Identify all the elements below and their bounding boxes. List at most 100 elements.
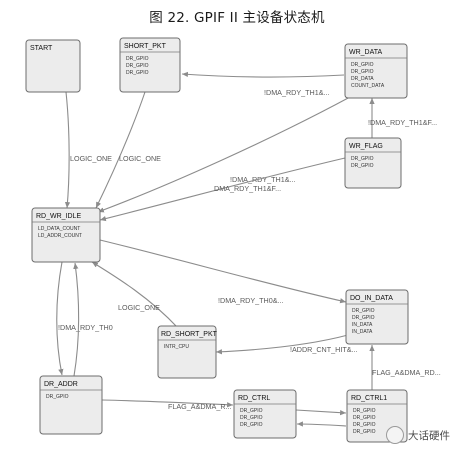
state-dr-addr-name: DR_ADDR	[44, 381, 78, 388]
transition-rd-short-pkt-to-idle-label: LOGIC_ONE	[118, 303, 160, 312]
transition-rd-ctrl1-to-do-in-data-label: FLAG_A&DMA_RD...	[372, 368, 441, 377]
transition-start-to-idle: LOGIC_ONE	[64, 91, 112, 209]
state-wr-flag: WR_FLAG DR_GPIO DR_GPIO	[344, 137, 402, 189]
transition-wr-flag-to-idle: DMA_RDY_TH1&F...	[99, 157, 346, 222]
state-rd-short-pkt-box	[157, 325, 217, 379]
state-short-pkt: SHORT_PKT DR_GPIO DR_GPIO DR_GPIO	[119, 37, 181, 93]
transition-wr-data-to-idle: !DMA_RDY_TH1&...	[97, 96, 351, 213]
state-do-in-data-name: DO_IN_DATA	[350, 295, 393, 302]
state-dr-addr-box	[39, 375, 103, 435]
transition-idle-to-dr-addr-label: !DMA_RDY_TH0	[58, 323, 113, 332]
transition-do-in-data-to-rd-short-pkt-label: !ADDR_CNT_HIT&...	[290, 345, 358, 354]
state-rd-wr-idle: RD_WR_IDLE LD_DATA_COUNT LD_ADDR_COUNT	[31, 207, 101, 263]
state-rd-wr-idle-item: LD_ADDR_COUNT	[38, 233, 82, 239]
transition-wr-data-to-idle-label: !DMA_RDY_TH1&...	[230, 175, 296, 184]
transition-wr-flag-to-idle-line	[99, 157, 346, 222]
transition-short-pkt-to-idle: LOGIC_ONE	[95, 91, 161, 209]
transition-idle-to-do-in-data-line	[99, 239, 347, 304]
state-start: START	[25, 39, 81, 93]
state-start-box	[25, 39, 81, 93]
transition-wr-flag-to-idle-label: DMA_RDY_TH1&F...	[214, 184, 281, 193]
transitions: LOGIC_ONE LOGIC_ONE !DMA_RDY_TH1&... !DM…	[56, 71, 441, 427]
state-do-in-data: DO_IN_DATA DR_GPIO DR_GPIO IN_DATA IN_DA…	[345, 289, 409, 345]
state-short-pkt-item: DR_GPIO	[126, 70, 149, 76]
state-wr-data-name: WR_DATA	[349, 49, 383, 56]
transition-idle-to-do-in-data: !DMA_RDY_TH0&...	[99, 239, 347, 305]
state-do-in-data-item: DR_GPIO	[352, 315, 375, 321]
state-do-in-data-box	[345, 289, 409, 345]
state-wr-data-item: DR_GPIO	[351, 69, 374, 75]
transition-rd-ctrl-to-rd-ctrl1-line	[295, 409, 347, 416]
state-wr-flag-name: WR_FLAG	[349, 143, 383, 150]
state-rd-ctrl: RD_CTRL DR_GPIO DR_GPIO DR_GPIO	[233, 389, 297, 439]
transition-short-pkt-to-idle-label: LOGIC_ONE	[119, 154, 161, 163]
transition-rd-ctrl1-to-do-in-data: FLAG_A&DMA_RD...	[369, 345, 441, 390]
transition-rd-short-pkt-to-idle-line	[91, 261, 179, 329]
state-dr-addr-item: DR_GPIO	[46, 394, 69, 400]
watermark: 大话硬件	[386, 424, 472, 446]
figure-title: 图 22. GPIF II 主设备状态机	[149, 10, 325, 26]
state-do-in-data-item: DR_GPIO	[352, 308, 375, 314]
state-wr-data-item: DR_GPIO	[351, 62, 374, 68]
state-rd-ctrl1-item: DR_GPIO	[353, 415, 376, 421]
state-wr-flag-box	[344, 137, 402, 189]
transition-rd-ctrl1-to-rd-ctrl-line	[296, 421, 347, 427]
state-rd-short-pkt-item: INTR_CPU	[164, 344, 189, 350]
transition-rd-ctrl-to-rd-ctrl1	[295, 409, 347, 416]
transition-start-to-idle-label: LOGIC_ONE	[70, 154, 112, 163]
transition-wr-flag-to-wr-data: !DMA_RDY_TH1&F...	[368, 98, 437, 138]
transition-wr-data-to-short-pkt: !DMA_RDY_TH1&...	[181, 71, 345, 97]
transition-do-in-data-to-rd-short-pkt: !ADDR_CNT_HIT&...	[215, 334, 358, 355]
state-dr-addr: DR_ADDR DR_GPIO	[39, 375, 103, 435]
state-rd-ctrl-box	[233, 389, 297, 439]
transition-idle-to-do-in-data-label: !DMA_RDY_TH0&...	[218, 296, 284, 305]
state-wr-data-item: DR_DATA	[351, 76, 374, 82]
transition-dr-addr-to-idle-line	[73, 262, 80, 377]
transition-rd-short-pkt-to-idle: LOGIC_ONE	[91, 261, 179, 329]
state-rd-wr-idle-name: RD_WR_IDLE	[36, 213, 81, 220]
transition-wr-data-to-short-pkt-line	[181, 71, 345, 78]
state-wr-flag-item: DR_GPIO	[351, 163, 374, 169]
state-rd-short-pkt-name: RD_SHORT_PKT	[161, 331, 218, 338]
states: START SHORT_PKT DR_GPIO DR_GPIO DR_GPIO …	[25, 37, 409, 443]
transition-rd-ctrl1-to-rd-ctrl	[296, 421, 347, 427]
state-rd-ctrl-item: DR_GPIO	[240, 415, 263, 421]
state-rd-ctrl1-item: DR_GPIO	[353, 408, 376, 414]
state-rd-ctrl1-name: RD_CTRL1	[351, 395, 387, 402]
watermark-text: 大话硬件	[408, 429, 450, 442]
state-short-pkt-item: DR_GPIO	[126, 56, 149, 62]
state-rd-wr-idle-item: LD_DATA_COUNT	[38, 226, 80, 232]
transition-idle-to-dr-addr: !DMA_RDY_TH0	[56, 261, 113, 376]
transition-start-to-idle-line	[64, 91, 71, 209]
transition-dr-addr-to-rd-ctrl: FLAG_A&DMA_R...	[101, 399, 234, 411]
wechat-logo-icon	[386, 426, 404, 444]
transition-wr-flag-to-wr-data-label: !DMA_RDY_TH1&F...	[368, 118, 437, 127]
transition-dr-addr-to-idle	[73, 262, 80, 377]
state-wr-data: WR_DATA DR_GPIO DR_GPIO DR_DATA COUNT_DA…	[344, 43, 408, 99]
state-wr-flag-item: DR_GPIO	[351, 156, 374, 162]
state-rd-ctrl1-item: DR_GPIO	[353, 429, 376, 435]
transition-wr-data-to-idle-line	[97, 96, 351, 213]
state-wr-data-item: COUNT_DATA	[351, 83, 385, 89]
transition-do-in-data-to-rd-short-pkt-line	[215, 334, 349, 355]
state-short-pkt-item: DR_GPIO	[126, 63, 149, 69]
state-rd-wr-idle-box	[31, 207, 101, 263]
state-do-in-data-item: IN_DATA	[352, 322, 373, 328]
state-short-pkt-box	[119, 37, 181, 93]
transition-short-pkt-to-idle-line	[95, 91, 146, 209]
state-wr-data-box	[344, 43, 408, 99]
transition-idle-to-dr-addr-line	[56, 261, 64, 376]
state-rd-ctrl-name: RD_CTRL	[238, 395, 270, 402]
state-do-in-data-item: IN_DATA	[352, 329, 373, 335]
state-rd-ctrl-item: DR_GPIO	[240, 408, 263, 414]
state-start-name: START	[30, 45, 53, 52]
state-short-pkt-name: SHORT_PKT	[124, 43, 167, 50]
transition-dr-addr-to-rd-ctrl-label: FLAG_A&DMA_R...	[168, 402, 232, 411]
state-rd-ctrl-item: DR_GPIO	[240, 422, 263, 428]
state-rd-ctrl1-item: DR_GPIO	[353, 422, 376, 428]
transition-dr-addr-to-rd-ctrl-line	[101, 399, 234, 408]
transition-wr-data-to-short-pkt-label: !DMA_RDY_TH1&...	[264, 88, 330, 97]
state-rd-short-pkt: RD_SHORT_PKT INTR_CPU	[157, 325, 218, 379]
